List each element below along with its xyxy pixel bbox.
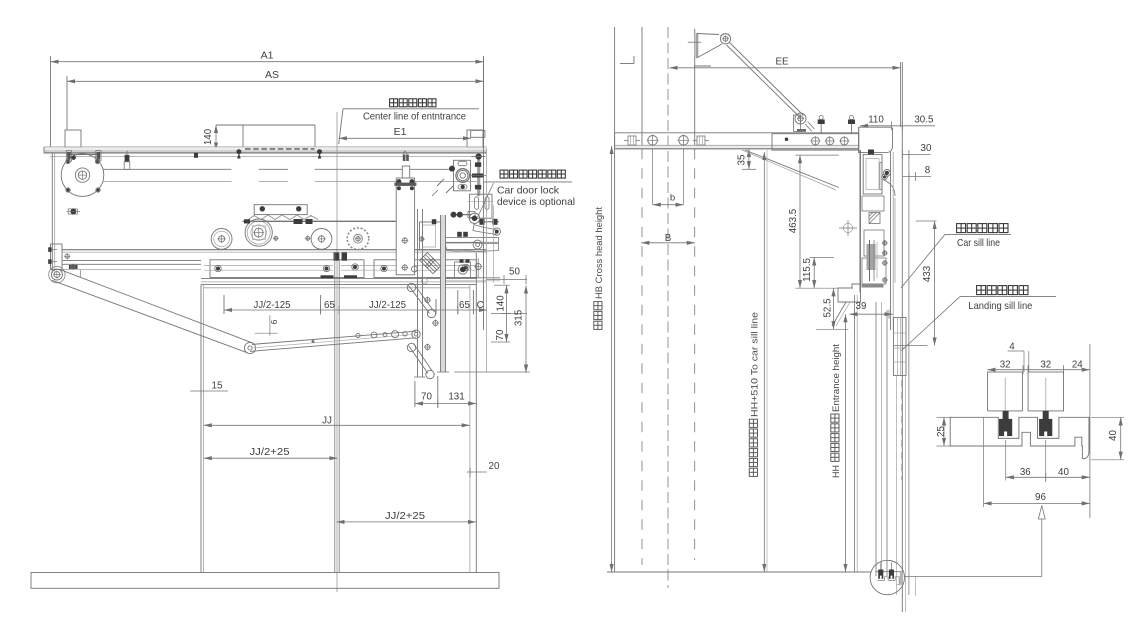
svg-text:E1: E1 [394, 126, 407, 138]
svg-text:52.5: 52.5 [822, 298, 833, 318]
svg-text:Car door lock: Car door lock [497, 185, 560, 196]
svg-text:115.5: 115.5 [802, 258, 813, 282]
svg-text:30: 30 [921, 143, 932, 154]
svg-text:HH: HH [831, 465, 842, 478]
svg-text:24: 24 [1072, 359, 1083, 370]
svg-text:B: B [665, 233, 672, 244]
svg-text:Landing sill line: Landing sill line [968, 300, 1032, 312]
svg-text:4: 4 [1009, 341, 1015, 352]
svg-text:JJ: JJ [322, 415, 332, 426]
svg-text:70: 70 [495, 329, 506, 340]
svg-text:C: C [477, 300, 484, 311]
svg-text:20: 20 [489, 461, 500, 472]
svg-text:JJ/2+25: JJ/2+25 [385, 511, 426, 522]
svg-text:40: 40 [1058, 467, 1069, 478]
svg-text:HH+510 To car sill line: HH+510 To car sill line [750, 312, 761, 417]
svg-text:8: 8 [925, 165, 931, 176]
svg-text:Center line of entntrance: Center line of entntrance [363, 111, 466, 122]
svg-text:40: 40 [1108, 430, 1119, 441]
svg-text:140: 140 [203, 128, 214, 145]
svg-text:315: 315 [513, 309, 524, 326]
svg-text:463.5: 463.5 [788, 208, 799, 233]
svg-text:70: 70 [421, 392, 432, 403]
svg-text:65: 65 [324, 300, 335, 311]
svg-text:b: b [670, 192, 675, 203]
svg-text:AS: AS [265, 69, 279, 81]
svg-text:JJ/2+25: JJ/2+25 [250, 447, 291, 458]
svg-text:131: 131 [448, 392, 464, 403]
svg-text:140: 140 [495, 295, 506, 312]
svg-text:39: 39 [856, 301, 867, 312]
svg-text:65: 65 [459, 300, 470, 311]
svg-text:35: 35 [736, 154, 747, 165]
svg-text:EE: EE [775, 56, 789, 67]
svg-text:HB Cross head height: HB Cross head height [594, 207, 605, 299]
svg-text:JJ/2-125: JJ/2-125 [369, 300, 407, 311]
svg-text:JJ/2-125: JJ/2-125 [254, 300, 292, 311]
svg-text:36: 36 [1020, 467, 1031, 478]
svg-text:device is optional: device is optional [497, 197, 575, 208]
svg-text:25: 25 [936, 426, 947, 437]
svg-text:110: 110 [868, 114, 884, 125]
svg-text:50: 50 [509, 267, 520, 278]
svg-text:32: 32 [1000, 359, 1011, 370]
svg-text:Car sill line: Car sill line [957, 237, 1000, 249]
svg-text:Entrance height: Entrance height [831, 344, 842, 412]
svg-text:30.5: 30.5 [914, 114, 934, 125]
svg-text:6: 6 [270, 319, 279, 324]
svg-text:A1: A1 [261, 49, 274, 61]
svg-text:433: 433 [922, 265, 933, 282]
svg-text:15: 15 [212, 380, 223, 391]
svg-text:96: 96 [1035, 492, 1046, 503]
svg-text:32: 32 [1040, 359, 1051, 370]
